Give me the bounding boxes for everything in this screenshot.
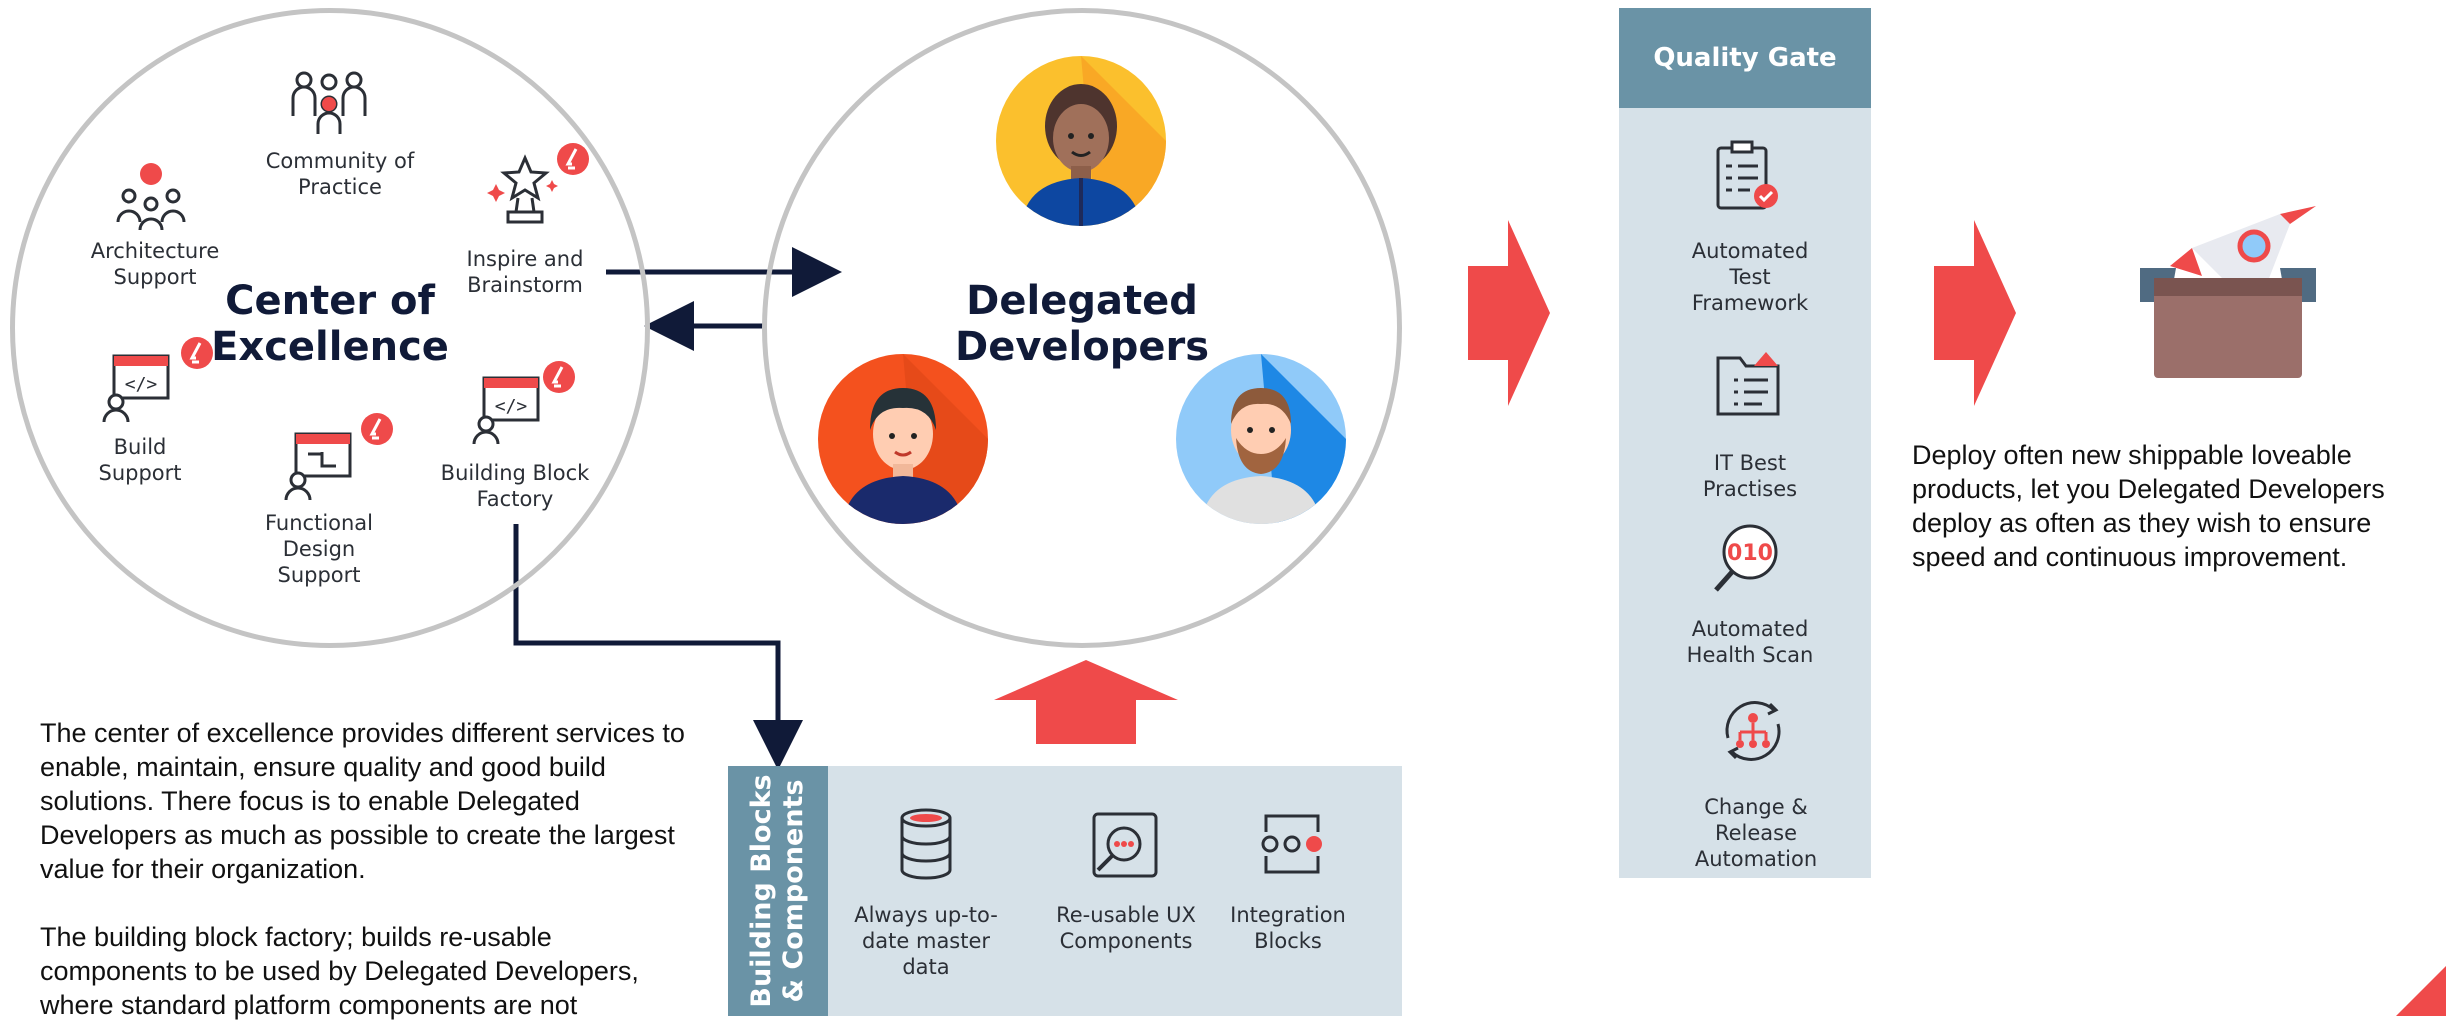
red-arrow-right-2 (1934, 220, 2016, 406)
master-data-label: Always up-to- date master data (854, 903, 998, 979)
factory-description: The building block factory; builds re-us… (40, 922, 639, 1020)
database-icon (900, 808, 952, 880)
red-arrow-up (994, 660, 1178, 744)
functional-design-icon (284, 432, 352, 501)
release-automation-icon (1725, 701, 1781, 761)
building-block-label: Building Block Factory (440, 461, 590, 511)
building-blocks-header: Building Blocks & Components (728, 766, 828, 1016)
svg-text:</>: </> (125, 374, 158, 395)
coe-description: The center of excellence provides differ… (40, 718, 685, 884)
delegated-title: Delegated Developers (954, 278, 1210, 370)
inspire-label: Inspire and Brainstorm (466, 247, 584, 297)
architecture-label: Architecture Support (90, 239, 220, 289)
developer-avatar-man-dark (818, 354, 988, 524)
architecture-icon (116, 163, 186, 231)
developer-avatar-man-beard (1176, 354, 1346, 524)
quality-gate-header: Quality Gate (1619, 8, 1871, 108)
svg-text:010: 010 (1727, 541, 1773, 566)
functional-badge-icon (361, 413, 393, 445)
health-scan-icon: 010 (1714, 524, 1778, 592)
health-scan-label: Automated Health Scan (1686, 617, 1814, 667)
building-blocks-title: Building Blocks & Components (746, 774, 809, 1008)
it-best-practises-label: IT Best Practises (1702, 451, 1798, 501)
integration-icon (1261, 814, 1322, 874)
ux-components-icon (1092, 812, 1158, 878)
svg-text:</>: </> (495, 396, 528, 417)
building-blocks-panel (828, 766, 1402, 1016)
rocket-box-icon (2140, 206, 2316, 378)
red-arrow-right-1 (1468, 220, 1550, 406)
folder-icon (1716, 352, 1780, 416)
quality-gate-panel (1619, 108, 1871, 878)
build-label: Build Support (98, 435, 182, 485)
release-automation-label: Change & Release Automation (1694, 795, 1818, 871)
delegated-circle (762, 8, 1402, 648)
deploy-description: Deploy often new shippable loveable prod… (1912, 440, 2385, 572)
factory-badge-icon (543, 361, 575, 393)
test-framework-label: Automated Test Framework (1691, 239, 1809, 315)
build-badge-icon (181, 337, 213, 369)
functional-label: Functional Design Support (264, 511, 374, 587)
build-support-icon: </> (102, 354, 170, 423)
inspire-badge-icon (557, 143, 589, 175)
test-clipboard-icon (1716, 140, 1778, 210)
trophy-icon (487, 154, 558, 224)
coe-circle (10, 8, 650, 648)
community-label: Community of Practice (265, 149, 415, 199)
community-icon (291, 71, 367, 134)
integration-label: Integration Blocks (1230, 903, 1346, 953)
developer-avatar-woman (996, 56, 1166, 226)
coe-title: Center of Excellence (211, 278, 449, 370)
ux-components-label: Re-usable UX Components (1056, 903, 1196, 953)
corner-accent (2396, 966, 2446, 1016)
building-block-factory-icon: </> (472, 376, 540, 445)
